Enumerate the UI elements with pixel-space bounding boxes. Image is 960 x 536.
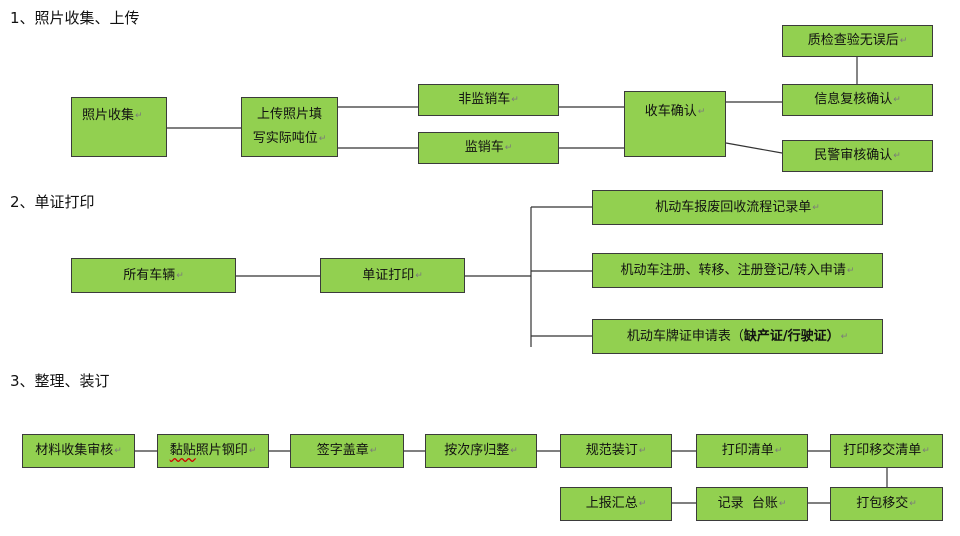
box-sign-stamp: 签字盖章↵ xyxy=(290,434,404,468)
box-upload-photo-line2: 写实际吨位 xyxy=(252,131,318,146)
box-paste-photo-label-a: 黏贴 xyxy=(169,443,196,458)
paragraph-mark: ↵ xyxy=(638,499,647,509)
box-upload-photo: 上传照片填 写实际吨位↵ xyxy=(241,97,338,157)
section-title-docs: 2、单证打印 xyxy=(10,193,95,211)
paragraph-mark: ↵ xyxy=(893,95,901,105)
box-print-handover: 打印移交清单↵ xyxy=(830,434,943,468)
box-plate-apply: 机动车牌证申请表（缺产证/行驶证）↵ xyxy=(592,319,883,354)
box-print-list: 打印清单↵ xyxy=(696,434,808,468)
box-qc-ok: 质检查验无误后↵ xyxy=(782,25,933,57)
paragraph-mark: ↵ xyxy=(812,202,820,213)
box-photo-collect: 照片收集↵ xyxy=(71,97,167,157)
box-police-review: 民警审核确认↵ xyxy=(782,140,933,172)
paragraph-mark: ↵ xyxy=(840,331,849,342)
box-print-handover-label: 打印移交清单 xyxy=(843,443,922,458)
box-bind-label: 规范装订 xyxy=(585,443,638,458)
box-print-docs: 单证打印↵ xyxy=(320,258,465,293)
box-report-summary-label: 上报汇总 xyxy=(585,496,638,511)
box-qc-ok-label: 质检查验无误后 xyxy=(807,33,899,48)
box-police-review-label: 民警审核确认 xyxy=(814,148,893,163)
box-all-vehicles-label: 所有车辆 xyxy=(123,267,176,283)
paragraph-mark: ↵ xyxy=(318,134,327,144)
box-print-list-label: 打印清单 xyxy=(721,443,774,458)
box-info-recheck-label: 信息复核确认 xyxy=(814,92,893,107)
paragraph-mark: ↵ xyxy=(638,446,647,456)
box-info-recheck: 信息复核确认↵ xyxy=(782,84,933,116)
box-sort-order-label: 按次序归整 xyxy=(444,443,510,458)
box-photo-collect-label: 照片收集 xyxy=(82,108,135,123)
box-pack-handover: 打包移交↵ xyxy=(830,487,943,521)
box-report-summary: 上报汇总↵ xyxy=(560,487,672,521)
box-receive-confirm: 收车确认↵ xyxy=(624,91,726,157)
paragraph-mark: ↵ xyxy=(248,446,257,456)
box-paste-photo-label-b: 照片钢印 xyxy=(195,443,248,458)
box-all-vehicles: 所有车辆↵ xyxy=(71,258,236,293)
paragraph-mark: ↵ xyxy=(114,446,122,456)
box-scrap-record-label: 机动车报废回收流程记录单 xyxy=(655,199,812,215)
box-monitored-label: 监销车 xyxy=(464,140,504,155)
box-print-docs-label: 单证打印 xyxy=(362,267,415,283)
box-plate-apply-label: 机动车牌证申请表（ xyxy=(626,328,744,344)
box-record-ledger: 记录 台账↵ xyxy=(696,487,808,521)
box-scrap-record: 机动车报废回收流程记录单↵ xyxy=(592,190,883,225)
box-register-apply-label: 机动车注册、转移、注册登记/转入申请 xyxy=(620,262,846,278)
box-bind: 规范装订↵ xyxy=(560,434,672,468)
box-monitored: 监销车↵ xyxy=(418,132,559,164)
box-pack-handover-label: 打包移交 xyxy=(856,496,909,511)
paragraph-mark: ↵ xyxy=(774,446,783,456)
box-paste-photo: 黏贴照片钢印↵ xyxy=(157,434,269,468)
paragraph-mark: ↵ xyxy=(504,143,513,153)
connector-receive-police xyxy=(725,142,783,154)
box-non-monitored: 非监销车↵ xyxy=(418,84,559,116)
section-title-photo: 1、照片收集、上传 xyxy=(10,9,140,27)
box-non-monitored-label: 非监销车 xyxy=(458,92,511,107)
box-material-review: 材料收集审核↵ xyxy=(22,434,135,468)
paragraph-mark: ↵ xyxy=(135,111,143,121)
paragraph-mark: ↵ xyxy=(893,151,901,161)
paragraph-mark: ↵ xyxy=(909,499,917,509)
box-material-review-label: 材料收集审核 xyxy=(35,443,114,458)
box-plate-apply-bold: 缺产证/行驶证） xyxy=(743,328,840,344)
paragraph-mark: ↵ xyxy=(922,446,930,456)
box-record-ledger-label: 记录 台账 xyxy=(717,496,778,511)
box-sign-stamp-label: 签字盖章 xyxy=(316,443,369,458)
paragraph-mark: ↵ xyxy=(415,270,423,281)
paragraph-mark: ↵ xyxy=(511,95,519,105)
box-sort-order: 按次序归整↵ xyxy=(425,434,537,468)
paragraph-mark: ↵ xyxy=(778,499,787,509)
paragraph-mark: ↵ xyxy=(846,265,855,276)
box-receive-confirm-label: 收车确认 xyxy=(644,104,697,119)
box-upload-photo-line1: 上传照片填 xyxy=(256,107,322,122)
box-register-apply: 机动车注册、转移、注册登记/转入申请↵ xyxy=(592,253,883,288)
paragraph-mark: ↵ xyxy=(176,270,184,281)
paragraph-mark: ↵ xyxy=(510,446,518,456)
paragraph-mark: ↵ xyxy=(899,36,908,46)
section-title-binding: 3、整理、装订 xyxy=(10,372,110,390)
paragraph-mark: ↵ xyxy=(369,446,378,456)
paragraph-mark: ↵ xyxy=(697,107,706,117)
